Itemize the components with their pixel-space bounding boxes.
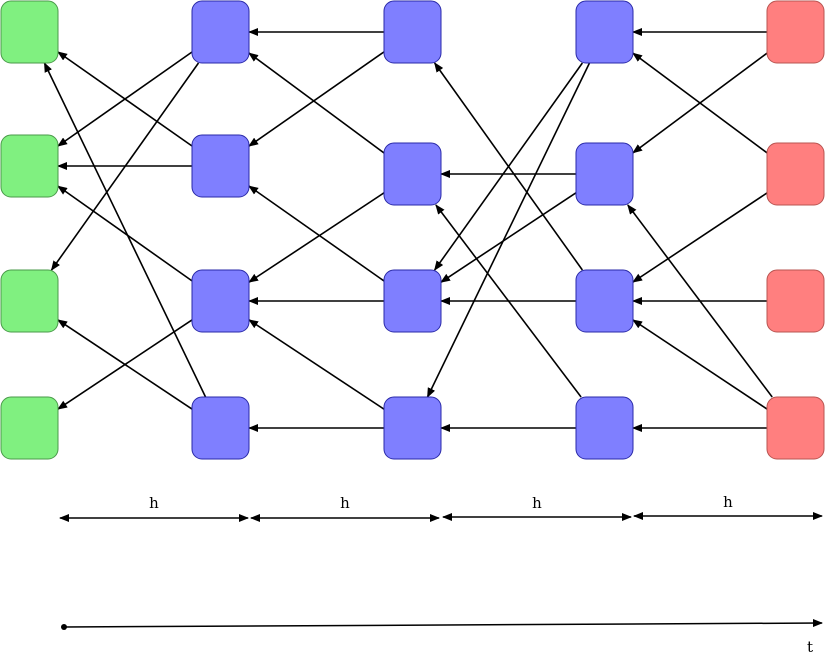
hidden-node — [383, 269, 442, 333]
interval-label-2: h — [340, 494, 350, 512]
hidden-node — [575, 142, 634, 206]
edge-layer — [43, 28, 773, 432]
source-node — [766, 269, 825, 333]
hidden-node — [191, 396, 250, 460]
hidden-node — [191, 269, 250, 333]
time-axis-origin-dot — [61, 624, 67, 630]
edge-arrow — [248, 52, 385, 154]
node-layer — [0, 0, 825, 460]
edge-arrow — [433, 62, 584, 271]
hidden-node — [383, 0, 442, 64]
source-node — [766, 142, 825, 206]
hidden-node — [383, 396, 442, 460]
interval-dimension-row: h h h h — [59, 493, 823, 522]
edge-arrow — [632, 192, 768, 283]
output-node — [0, 396, 59, 460]
time-axis: t — [61, 619, 823, 656]
interval-label-1: h — [149, 494, 159, 512]
edge-arrow — [248, 192, 385, 283]
output-node — [0, 134, 59, 198]
edge-arrow — [435, 204, 582, 398]
hidden-node — [383, 142, 442, 206]
edge-arrow — [632, 52, 768, 154]
hidden-node — [191, 134, 250, 198]
edge-arrow — [426, 62, 591, 398]
hidden-node — [575, 0, 634, 64]
edge-arrow — [248, 185, 385, 282]
source-node — [766, 0, 825, 64]
edge-arrow — [57, 51, 193, 147]
edge-arrow — [248, 51, 385, 147]
source-node — [766, 396, 825, 460]
output-node — [0, 269, 59, 333]
edge-arrow — [248, 319, 385, 410]
hidden-node — [575, 396, 634, 460]
time-axis-line — [63, 619, 823, 628]
edge-arrow — [440, 192, 577, 283]
edge-arrow — [43, 62, 207, 398]
interval-label-4: h — [723, 493, 733, 511]
edge-arrow — [57, 319, 193, 410]
hidden-node — [191, 0, 250, 64]
hidden-node — [575, 269, 634, 333]
interval-label-3: h — [532, 494, 542, 512]
edge-arrow — [627, 204, 773, 398]
edge-arrow — [57, 185, 193, 282]
output-node — [0, 0, 59, 64]
edge-arrow — [632, 319, 768, 410]
time-axis-label: t — [807, 638, 813, 656]
